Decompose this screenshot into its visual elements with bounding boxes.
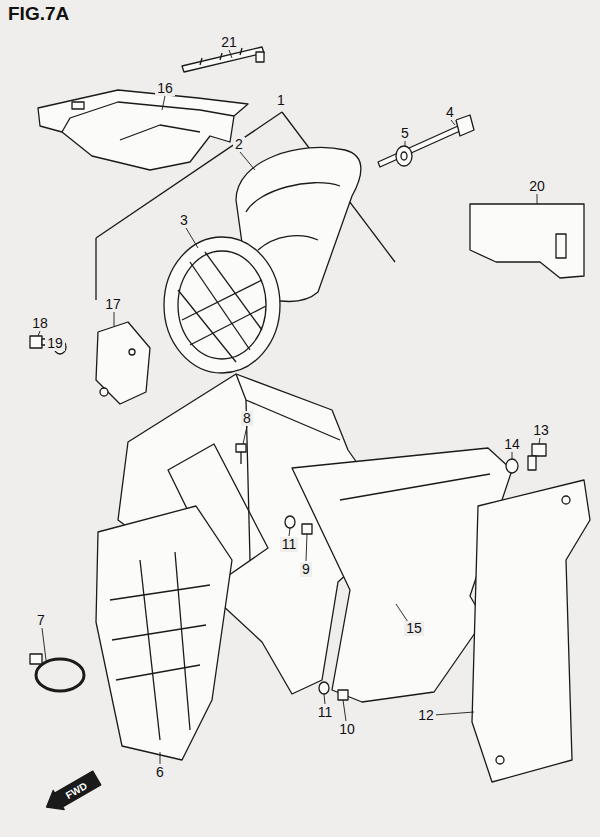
callout-number: 7	[35, 613, 47, 628]
direction-label: FWD	[62, 779, 91, 802]
intake-duct	[96, 506, 232, 760]
bolt	[528, 444, 546, 470]
filter-cage	[164, 237, 280, 373]
callout-number: 16	[155, 81, 175, 96]
leader-line	[38, 50, 540, 764]
hose-clamp	[30, 654, 84, 691]
screw	[236, 444, 246, 464]
washer	[319, 682, 329, 694]
bolt	[378, 115, 474, 167]
callout-number: 8	[241, 411, 253, 426]
callout-number: 11	[316, 705, 335, 720]
callout-number: 15	[404, 621, 424, 636]
callout-number: 2	[233, 137, 245, 152]
forward-arrow	[41, 768, 102, 816]
callout-number: 10	[337, 722, 357, 737]
callout-number: 1	[275, 93, 287, 108]
callout-number: 9	[300, 562, 312, 577]
washer	[506, 459, 518, 473]
washer	[396, 146, 412, 166]
bolt	[338, 690, 348, 700]
callout-number: 12	[416, 708, 436, 723]
callout-number: 4	[444, 105, 456, 120]
callout-number: 5	[399, 126, 411, 141]
callout-number: 3	[178, 213, 190, 228]
callout-number: 18	[30, 316, 50, 331]
strap	[182, 47, 264, 72]
callout-number: 6	[154, 765, 166, 780]
callout-number: 20	[527, 179, 547, 194]
side-plate	[472, 480, 590, 782]
washer	[285, 516, 295, 528]
callout-number: 13	[531, 423, 551, 438]
callout-number: 14	[502, 437, 522, 452]
figure-title: FIG.7A	[8, 3, 69, 25]
bolt	[302, 524, 312, 534]
callout-number: 21	[219, 35, 239, 50]
seal-plate	[470, 204, 584, 278]
callout-number: 19	[45, 336, 65, 351]
callout-number: 17	[103, 297, 123, 312]
bracket	[96, 322, 150, 404]
cover-plate	[38, 90, 248, 170]
callout-number: 11	[280, 537, 299, 552]
